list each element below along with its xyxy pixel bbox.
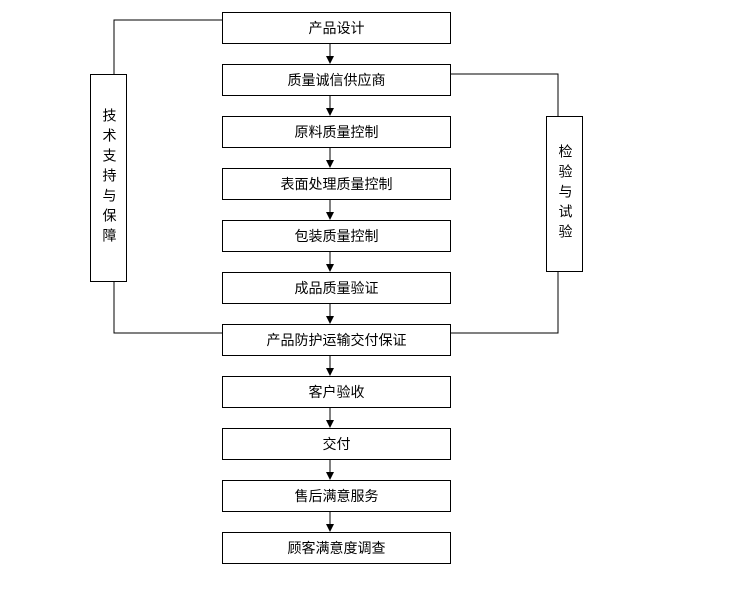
left-bracket — [113, 19, 222, 334]
step-product-design: 产品设计 — [222, 12, 451, 44]
technical-support-label: 技术支持与保障 — [100, 108, 117, 248]
step-supplier: 质量诚信供应商 — [222, 64, 451, 96]
step-label: 表面处理质量控制 — [280, 177, 393, 193]
step-label: 售后满意服务 — [294, 489, 379, 505]
step-raw-material: 原料质量控制 — [222, 116, 451, 148]
step-label: 原料质量控制 — [294, 125, 379, 141]
step-surface-treatment: 表面处理质量控制 — [222, 168, 451, 200]
step-packaging: 包装质量控制 — [222, 220, 451, 252]
right-bracket — [451, 73, 559, 334]
step-customer-acceptance: 客户验收 — [222, 376, 451, 408]
step-label: 产品防护运输交付保证 — [266, 333, 407, 349]
step-satisfaction-survey: 顾客满意度调查 — [222, 532, 451, 564]
inspection-test-label: 检验与试验 — [556, 144, 573, 244]
step-transport-delivery: 产品防护运输交付保证 — [222, 324, 451, 356]
step-finished-product: 成品质量验证 — [222, 272, 451, 304]
step-label: 成品质量验证 — [294, 281, 379, 297]
step-label: 产品设计 — [308, 21, 365, 37]
technical-support-box: 技术支持与保障 — [90, 74, 127, 282]
step-label: 交付 — [322, 437, 351, 453]
step-delivery: 交付 — [222, 428, 451, 460]
step-label: 客户验收 — [308, 385, 365, 401]
step-label: 质量诚信供应商 — [287, 73, 386, 89]
inspection-test-box: 检验与试验 — [546, 116, 583, 272]
step-after-sales: 售后满意服务 — [222, 480, 451, 512]
step-label: 包装质量控制 — [294, 229, 379, 245]
step-label: 顾客满意度调查 — [287, 541, 386, 557]
